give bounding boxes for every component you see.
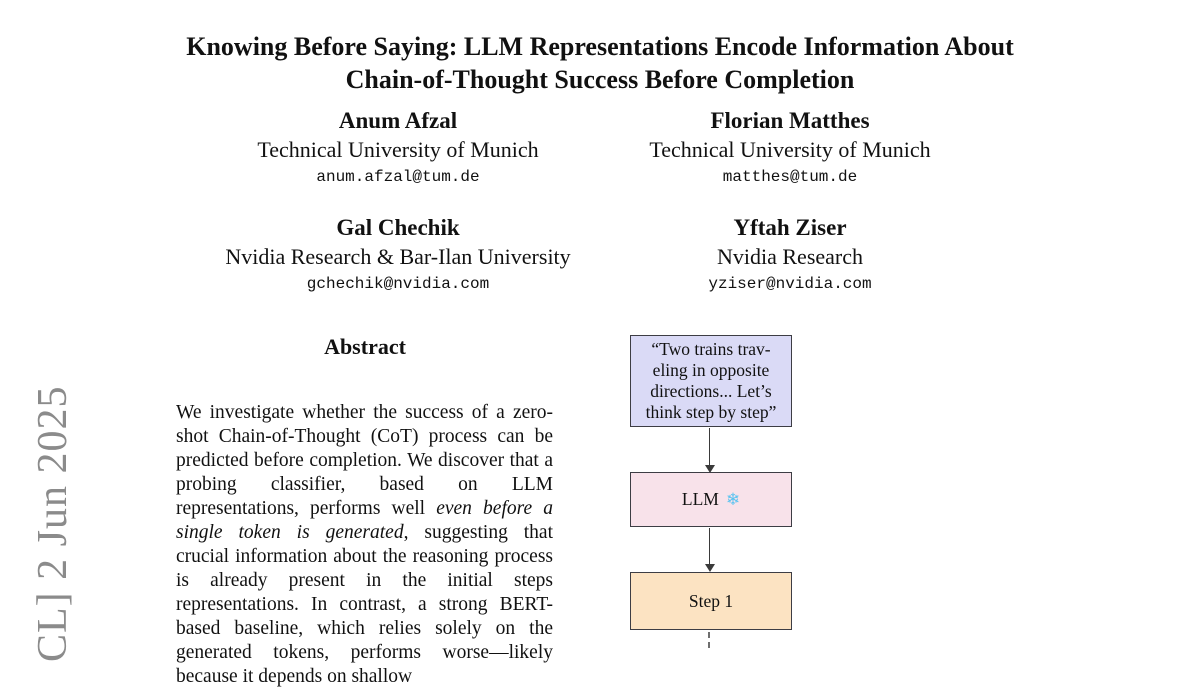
abstract-body: We investigate whether the success of a … (176, 401, 553, 689)
author-affiliation: Technical University of Munich (649, 137, 931, 162)
figure-llm-box: LLM ❄ (630, 472, 792, 527)
paper-title-line1: Knowing Before Saying: LLM Representatio… (186, 32, 1014, 61)
author-gal-chechik: Gal Chechik Nvidia Research & Bar-Ilan U… (180, 213, 616, 297)
abstract-heading: Abstract (324, 334, 406, 359)
arrow-down-line (709, 528, 710, 565)
author-email: matthes@tum.de (722, 168, 858, 186)
author-email: anum.afzal@tum.de (316, 168, 480, 186)
author-affiliation: Technical University of Munich (257, 137, 539, 162)
author-email: gchechik@nvidia.com (306, 275, 490, 293)
arrow-down-head (704, 465, 715, 473)
author-name: Gal Chechik (336, 215, 460, 240)
author-affiliation: Nvidia Research & Bar-Ilan University (225, 244, 571, 269)
figure-step1-box: Step 1 (630, 572, 792, 630)
figure-prompt-box: “Two trains trav- eling in opposite dire… (630, 335, 792, 427)
author-anum-afzal: Anum Afzal Technical University of Munic… (180, 106, 616, 190)
abstract-text-pre: We investigate whether the success of a … (176, 401, 553, 519)
dashed-continuation-line (708, 632, 710, 648)
llm-label: LLM (681, 489, 719, 509)
author-yftah-ziser: Yftah Ziser Nvidia Research yziser@nvidi… (572, 213, 1008, 297)
author-florian-matthes: Florian Matthes Technical University of … (572, 106, 1008, 190)
author-name: Florian Matthes (710, 108, 870, 133)
arrow-down-line (709, 428, 710, 466)
author-email: yziser@nvidia.com (708, 275, 872, 293)
snowflake-icon: ❄ (725, 489, 741, 509)
author-name: Anum Afzal (338, 108, 458, 133)
paper-title-line2: Chain-of-Thought Success Before Completi… (345, 65, 855, 94)
paper-title: Knowing Before Saying: LLM Representatio… (0, 30, 1200, 96)
arxiv-stamp: CL] 2 Jun 2025 (30, 385, 76, 663)
arrow-down-head (704, 564, 715, 572)
abstract-text-italic: even before a single token is generated (176, 497, 553, 543)
paper-page: { "watermark": { "text": "CL] 2 Jun 2025… (0, 30, 1200, 687)
author-affiliation: Nvidia Research (717, 244, 863, 269)
abstract-text-post: , suggesting that crucial information ab… (176, 521, 553, 687)
author-name: Yftah Ziser (733, 215, 847, 240)
